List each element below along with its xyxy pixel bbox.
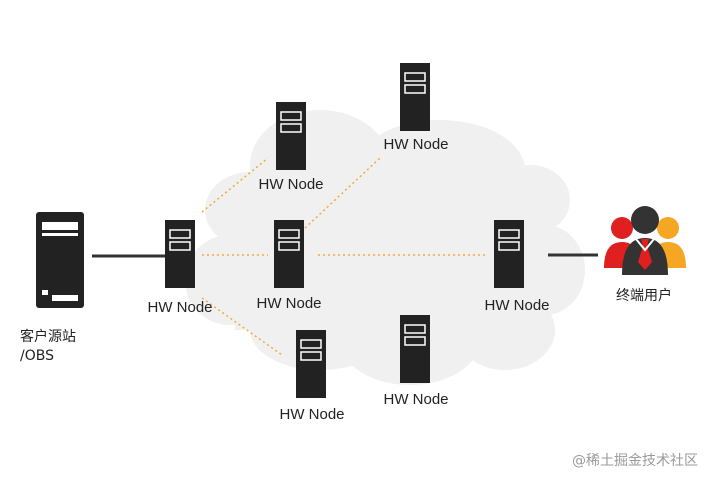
- origin-label-line1: 客户源站: [20, 328, 76, 345]
- link-dotted: [304, 157, 381, 229]
- hw-node: HW Node: [258, 102, 324, 193]
- hw-node-label: HW Node: [383, 391, 448, 408]
- hw-node: HW Node: [279, 330, 345, 423]
- hw-node-label: HW Node: [484, 297, 549, 314]
- users-label: 终端用户: [616, 287, 672, 304]
- hw-node-label: HW Node: [279, 406, 344, 423]
- origin-label-line2: /OBS: [20, 348, 54, 364]
- link-dotted: [201, 297, 283, 356]
- users-icon: [604, 206, 686, 275]
- hw-node: HW Node: [147, 220, 213, 316]
- hw-node: HW Node: [383, 63, 449, 153]
- hw-node-label: HW Node: [258, 176, 323, 193]
- origin-server: 客户源站 /OBS: [20, 212, 84, 364]
- hw-node-label: HW Node: [147, 299, 212, 316]
- hw-node-label: HW Node: [256, 295, 321, 312]
- link-dotted: [201, 157, 269, 213]
- end-users: 终端用户: [604, 206, 686, 304]
- hw-node: HW Node: [383, 315, 449, 408]
- hw-node: HW Node: [256, 220, 322, 312]
- watermark: @稀土掘金技术社区: [572, 453, 698, 469]
- hw-node: HW Node: [484, 220, 550, 314]
- hw-node-label: HW Node: [383, 136, 448, 153]
